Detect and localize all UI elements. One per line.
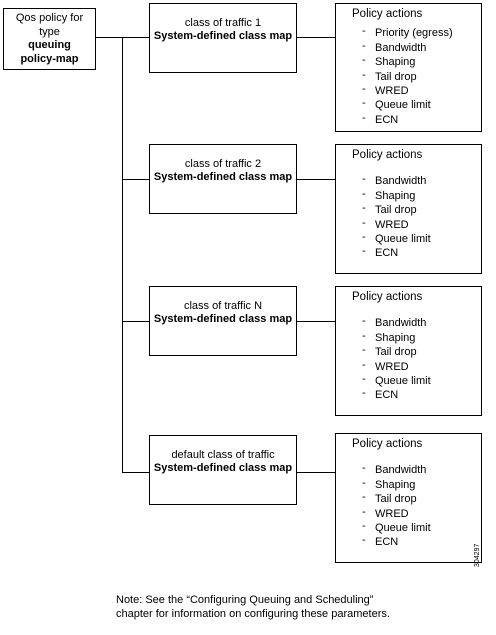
policy-action-item: Tail drop xyxy=(352,343,481,359)
policy-action-item: ECN xyxy=(352,111,481,127)
class-name: default class of traffic xyxy=(171,449,275,461)
figure-id: 304297 xyxy=(474,543,481,567)
policy-action-item: Queue limit xyxy=(352,519,481,535)
policy-actions-title: Policy actions xyxy=(352,8,423,20)
policy-actions-title: Policy actions xyxy=(352,438,423,450)
class-kind: System-defined class map xyxy=(153,313,293,325)
policy-actions-box-4: Policy actions Bandwidth Shaping Tail dr… xyxy=(335,433,482,563)
class-box-3: class of traffic N System-defined class … xyxy=(149,286,297,356)
policy-actions-title: Policy actions xyxy=(352,149,423,161)
action-connector-4 xyxy=(297,472,335,473)
footnote-line-1: Note: See the “Configuring Queuing and S… xyxy=(116,594,374,606)
action-connector-1 xyxy=(297,37,335,38)
policy-actions-box-1: Policy actions Priority (egress) Bandwid… xyxy=(335,3,482,132)
policy-actions-box-3: Policy actions Bandwidth Shaping Tail dr… xyxy=(335,286,482,416)
root-line-3: queuing xyxy=(28,39,71,51)
root-line-4: policy-map xyxy=(20,52,79,65)
policy-actions-box-2: Policy actions Bandwidth Shaping Tail dr… xyxy=(335,144,482,274)
class-kind: System-defined class map xyxy=(153,462,293,474)
policy-action-item: Tail drop xyxy=(352,201,481,217)
class-name: class of traffic N xyxy=(183,300,263,312)
policy-action-item: WRED xyxy=(352,505,481,521)
policy-action-item: Shaping xyxy=(352,476,481,492)
policy-action-item: Queue limit xyxy=(352,372,481,388)
policy-action-item: Shaping xyxy=(352,187,481,203)
policy-action-item: Tail drop xyxy=(352,68,481,84)
policy-action-item: Queue limit xyxy=(352,230,481,246)
action-connector-3 xyxy=(297,321,335,322)
class-box-4: default class of traffic System-defined … xyxy=(149,435,297,505)
root-policy-box: Qos policy for type queuing policy-map xyxy=(3,8,96,70)
class-name: class of traffic 2 xyxy=(184,158,262,170)
class-name: class of traffic 1 xyxy=(184,17,262,29)
policy-action-item: Bandwidth xyxy=(352,39,481,55)
footnote-line-2: chapter for information on configuring t… xyxy=(116,608,390,620)
policy-action-item: Priority (egress) xyxy=(352,24,481,40)
policy-action-item: ECN xyxy=(352,244,481,260)
policy-action-item: Shaping xyxy=(352,53,481,69)
branch-connector-3 xyxy=(122,321,149,322)
class-kind: System-defined class map xyxy=(153,30,293,42)
policy-action-item: ECN xyxy=(352,386,481,402)
policy-actions-list: Bandwidth Shaping Tail drop WRED Queue l… xyxy=(352,461,481,549)
policy-action-item: Shaping xyxy=(352,329,481,345)
policy-actions-title: Policy actions xyxy=(352,291,423,303)
class-box-2: class of traffic 2 System-defined class … xyxy=(149,144,297,214)
policy-actions-list: Bandwidth Shaping Tail drop WRED Queue l… xyxy=(352,314,481,402)
branch-connector-4 xyxy=(122,472,149,473)
policy-action-item: WRED xyxy=(352,358,481,374)
policy-action-item: WRED xyxy=(352,216,481,232)
footnote: Note: See the “Configuring Queuing and S… xyxy=(116,593,390,621)
policy-action-item: Bandwidth xyxy=(352,314,481,330)
action-connector-2 xyxy=(297,179,335,180)
branch-connector-2 xyxy=(122,179,149,180)
policy-action-item: Bandwidth xyxy=(352,172,481,188)
class-kind: System-defined class map xyxy=(153,171,293,183)
trunk-line xyxy=(122,37,123,473)
root-line-1: Qos policy for xyxy=(15,12,84,24)
policy-actions-list: Priority (egress) Bandwidth Shaping Tail… xyxy=(352,24,481,127)
policy-action-item: Queue limit xyxy=(352,96,481,112)
class-box-1: class of traffic 1 System-defined class … xyxy=(149,3,297,73)
policy-action-item: Bandwidth xyxy=(352,461,481,477)
root-line-2: type xyxy=(39,25,60,38)
policy-action-item: ECN xyxy=(352,533,481,549)
policy-actions-list: Bandwidth Shaping Tail drop WRED Queue l… xyxy=(352,172,481,260)
policy-action-item: Tail drop xyxy=(352,490,481,506)
policy-action-item: WRED xyxy=(352,82,481,98)
